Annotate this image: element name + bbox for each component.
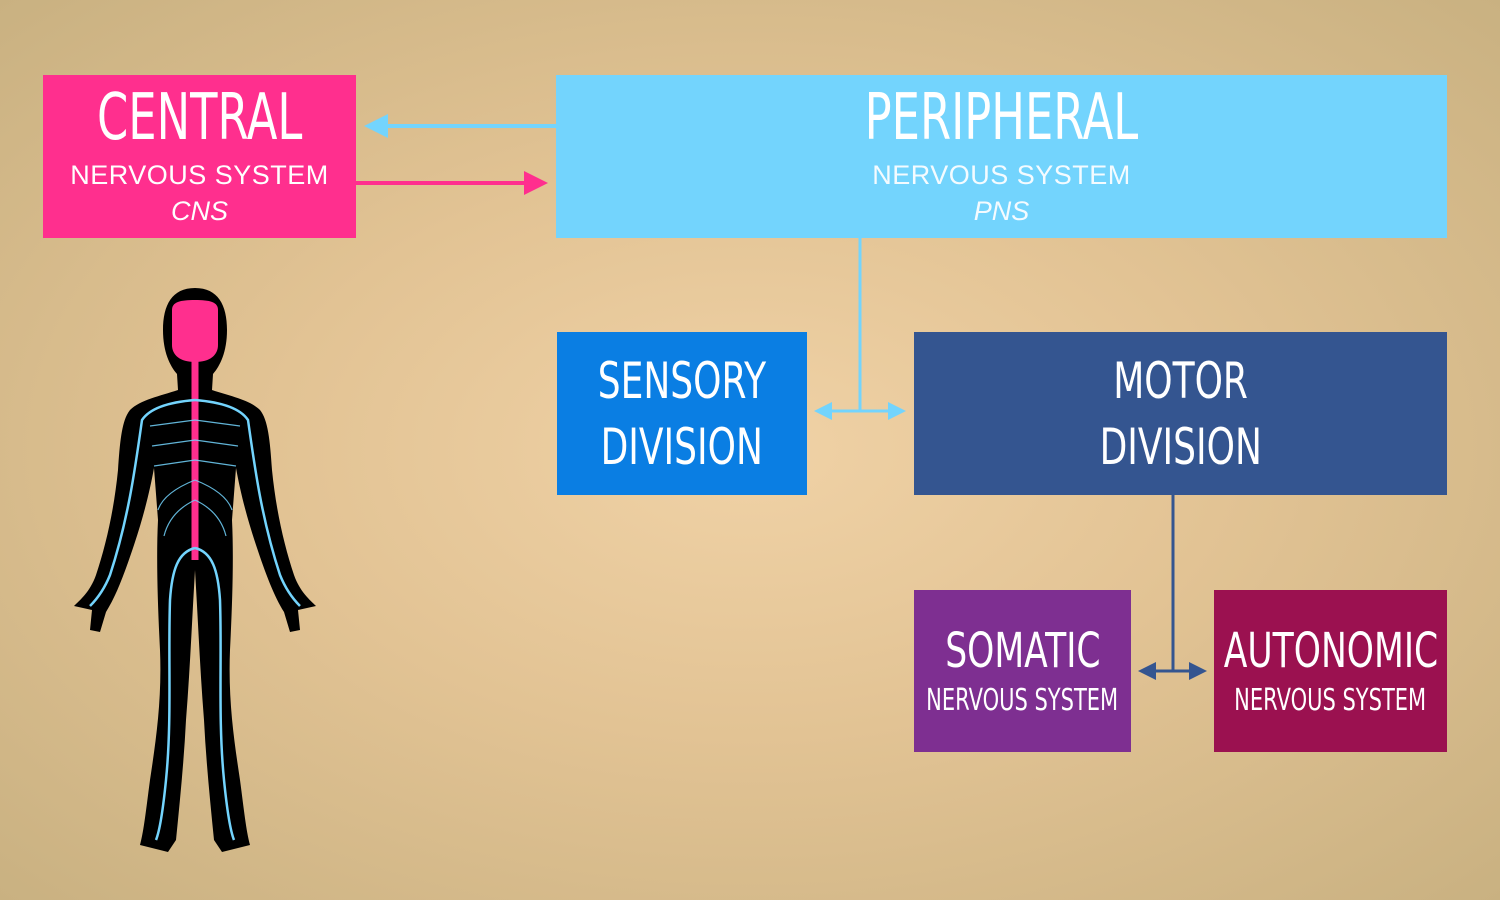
central-title: CENTRAL [96,81,303,155]
sensory-label-line2: DIVISION [600,417,764,476]
motor-label-line2: DIVISION [1099,417,1262,476]
central-abbreviation: CNS [170,196,228,226]
somatic-title: SOMATIC [944,623,1101,679]
sensory-division-box: SENSORY DIVISION [557,332,807,495]
brain-shape [172,300,218,362]
body-silhouette [74,288,316,852]
peripheral-nerves [89,398,301,841]
rib-nerves [149,419,241,537]
peripheral-subtitle: NERVOUS SYSTEM [872,160,1131,190]
autonomic-title: AUTONOMIC [1223,623,1438,679]
autonomic-subtitle: NERVOUS SYSTEM [1234,683,1427,718]
central-subtitle: NERVOUS SYSTEM [70,160,329,190]
central-nervous-system-box: CENTRAL NERVOUS SYSTEM CNS [43,75,356,238]
sensory-label-line1: SENSORY [597,351,767,410]
human-body-illustration [74,288,316,852]
peripheral-abbreviation: PNS [973,196,1030,226]
motor-label-line1: MOTOR [1113,351,1248,410]
somatic-nervous-system-box: SOMATIC NERVOUS SYSTEM [914,590,1131,752]
autonomic-nervous-system-box: AUTONOMIC NERVOUS SYSTEM [1214,590,1447,752]
peripheral-nervous-system-box: PERIPHERAL NERVOUS SYSTEM PNS [556,75,1447,238]
peripheral-title: PERIPHERAL [864,81,1139,155]
somatic-subtitle: NERVOUS SYSTEM [926,683,1119,718]
motor-division-box: MOTOR DIVISION [914,332,1447,495]
